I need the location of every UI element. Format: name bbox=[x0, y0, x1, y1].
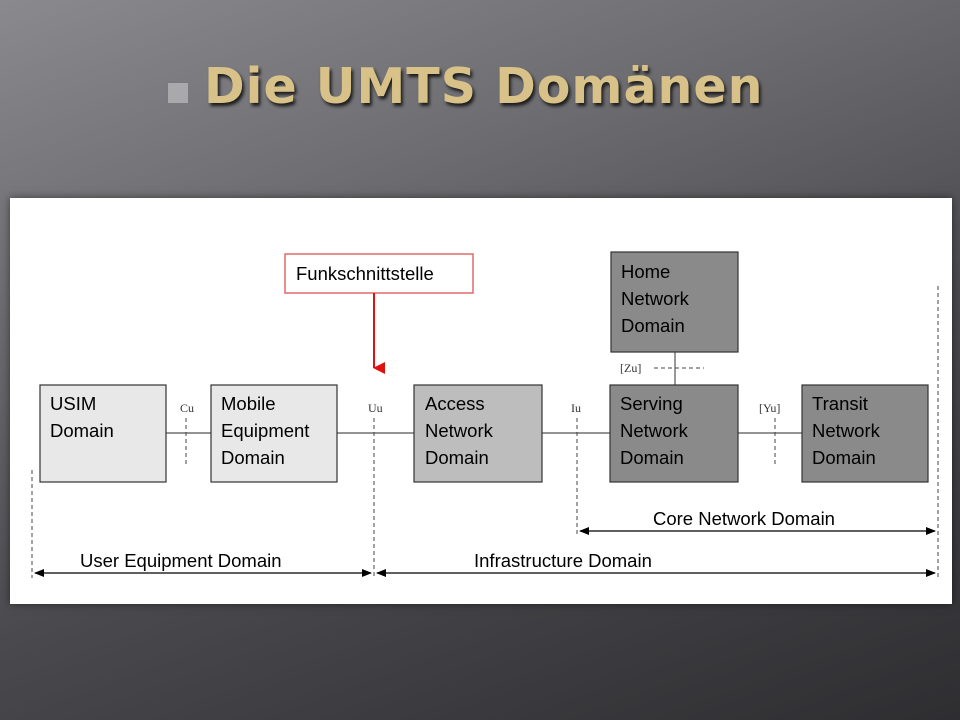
svg-text:Serving: Serving bbox=[620, 393, 683, 414]
core-network-label: Core Network Domain bbox=[653, 508, 835, 529]
slide-title: Die UMTS Domänen bbox=[204, 58, 764, 115]
svg-text:Access: Access bbox=[425, 393, 485, 414]
svg-text:Domain: Domain bbox=[425, 447, 489, 468]
interface-zu-label: [Zu] bbox=[620, 361, 641, 375]
svg-text:Network: Network bbox=[812, 420, 881, 441]
svg-text:Mobile: Mobile bbox=[221, 393, 276, 414]
svg-text:Home: Home bbox=[621, 261, 670, 282]
access-network-domain-box: Access Network Domain bbox=[413, 384, 543, 483]
svg-text:Network: Network bbox=[425, 420, 494, 441]
svg-text:Domain: Domain bbox=[812, 447, 876, 468]
callout-label: Funkschnittstelle bbox=[296, 263, 434, 284]
interface-iu-label: Iu bbox=[571, 401, 581, 415]
svg-text:USIM: USIM bbox=[50, 393, 96, 414]
svg-text:Domain: Domain bbox=[221, 447, 285, 468]
mobile-equipment-domain-box: Mobile Equipment Domain bbox=[210, 384, 338, 483]
usim-domain-box: USIM Domain bbox=[39, 384, 167, 483]
serving-network-domain-box: Serving Network Domain bbox=[609, 384, 739, 483]
title-bullet bbox=[167, 82, 189, 104]
infrastructure-label: Infrastructure Domain bbox=[474, 550, 652, 571]
transit-network-domain-box: Transit Network Domain bbox=[801, 384, 929, 483]
interface-uu-label: Uu bbox=[368, 401, 383, 415]
svg-text:Equipment: Equipment bbox=[221, 420, 309, 441]
svg-text:Transit: Transit bbox=[812, 393, 868, 414]
svg-text:Domain: Domain bbox=[621, 315, 685, 336]
interface-yu-label: [Yu] bbox=[759, 401, 780, 415]
home-network-domain-box: Home Network Domain bbox=[610, 251, 739, 353]
svg-text:Network: Network bbox=[621, 288, 690, 309]
svg-text:Domain: Domain bbox=[620, 447, 684, 468]
user-equipment-label: User Equipment Domain bbox=[80, 550, 282, 571]
svg-text:Domain: Domain bbox=[50, 420, 114, 441]
interface-cu-label: Cu bbox=[180, 401, 194, 415]
callout-box bbox=[284, 253, 474, 294]
svg-text:Network: Network bbox=[620, 420, 689, 441]
